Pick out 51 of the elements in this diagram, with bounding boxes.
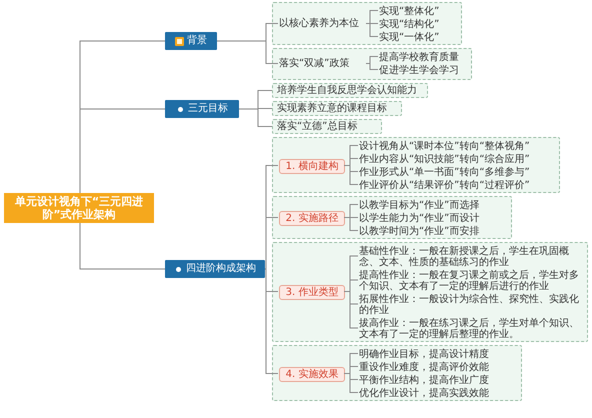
leaf-text: 作业评价从“结果评价”转向“过程评价” xyxy=(359,180,557,191)
leaf-text: 优化作业设计，提高实践效能 xyxy=(359,388,519,399)
leaf-text: 作业形式从“单一书面”转向“多维参与” xyxy=(359,167,557,178)
leaf-text: 以核心素养为本位 xyxy=(279,18,367,31)
leaf-text: 设计视角从“课时本位”转向“整体视角” xyxy=(359,141,557,152)
leaf-text: 以教学目标为“作业”而选择 xyxy=(359,200,509,211)
subtopic-tag: 4. 实施效果 xyxy=(279,367,345,382)
group-frame xyxy=(272,242,588,342)
leaf-text: 以学生能力为“作业”而设计 xyxy=(359,213,509,224)
connector-line xyxy=(344,373,358,393)
leaf-text: 实现“一体化” xyxy=(379,32,459,43)
leaf-text: 实现“整体化” xyxy=(379,6,459,17)
subtopic-tag: 3. 作业类型 xyxy=(279,285,345,300)
goal-box: 培养学生自我反思学会认知能力 xyxy=(272,83,428,98)
group-frame xyxy=(272,48,472,80)
leaf-text: 重设作业难度，提高评价效能 xyxy=(359,362,519,373)
subtopic-tag: 2. 实施路径 xyxy=(279,211,345,226)
group-frame xyxy=(272,2,462,45)
group-frame xyxy=(272,196,512,239)
branch-topic xyxy=(165,32,217,50)
connector-line xyxy=(344,165,358,185)
leaf-text: 基础性作业：一般在新授课之后，学生在巩固概念、文本、性质的基础练习的作业 xyxy=(359,246,585,268)
connector-line xyxy=(344,291,358,328)
connector-line xyxy=(238,108,272,127)
subtopic-tag: 1. 横向建构 xyxy=(279,159,345,174)
leaf-text: 作业内容从“知识技能”转向“综合应用” xyxy=(359,154,557,165)
group-frame xyxy=(272,345,522,401)
leaf-text: 实现“结构化” xyxy=(379,19,459,30)
topic-label: 三元目标 xyxy=(188,102,228,116)
leaf-text: 提高性作业：一般在复习课之前或之后，学生对多个知识、文本有了一定的理解后进行的作业 xyxy=(359,270,585,292)
leaf-text: 拔高作业：一般在练习课之后，学生对单个知识、文本有了一定的理解后整理的作业。 xyxy=(359,318,585,340)
branch-topic xyxy=(165,100,239,118)
connector-line xyxy=(366,63,378,70)
leaf-text: 以教学时间为“作业”而安排 xyxy=(359,226,509,237)
connector-line xyxy=(344,217,358,231)
leaf-text: 明确作业目标，提高设计精度 xyxy=(359,349,519,360)
leaf-text: 拓展性作业：一般设计为综合性、探究性、实践化的作业 xyxy=(359,294,585,316)
connector-line xyxy=(80,222,166,270)
topic-label: 四进阶构成架构 xyxy=(186,262,256,276)
connector-line xyxy=(80,108,166,194)
branch-topic xyxy=(165,260,265,278)
leaf-text: 提高学校教育质量 xyxy=(379,52,469,63)
group-frame xyxy=(272,137,560,193)
topic-label: 背景 xyxy=(187,34,207,48)
leaf-text: 促进学生学会学习 xyxy=(379,65,469,76)
goal-box: 落实“立德”总目标 xyxy=(272,119,382,134)
connector-line xyxy=(216,40,278,64)
goal-box: 实现素养立意的课程目标 xyxy=(272,101,402,116)
root-topic: 单元设计视角下“三元四进阶”式作业架构 xyxy=(4,193,154,223)
leaf-text: 落实“双减”政策 xyxy=(279,58,367,71)
leaf-text: 平衡作业结构，提高作业广度 xyxy=(359,375,519,386)
